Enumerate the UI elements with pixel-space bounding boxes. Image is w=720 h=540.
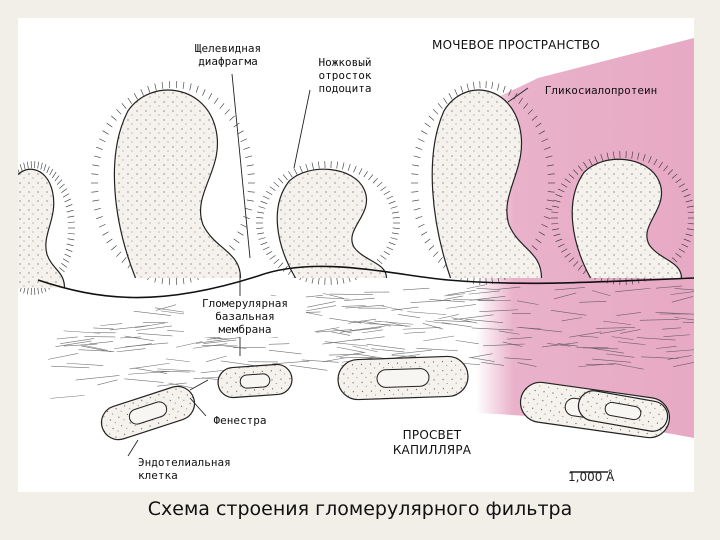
label-capillary-lumen: ПРОСВЕТ КАПИЛЛЯРА	[372, 428, 492, 458]
label-urinary-space: МОЧЕВОЕ ПРОСТРАНСТВО	[406, 38, 626, 53]
label-glycosialoprotein: Гликосиалопротеин	[526, 84, 676, 97]
label-slit-diaphragm: Щелевидная диафрагма	[178, 42, 278, 68]
label-fenestra: Фенестра	[200, 414, 280, 427]
endothelial-cell	[337, 356, 468, 401]
figure-caption: Схема строения гломерулярного фильтра	[0, 498, 720, 520]
foot-process	[91, 81, 255, 285]
endothelial-cell	[97, 382, 199, 444]
label-endothelial-cell: Эндотелиальная клетка	[138, 456, 258, 482]
scale-bar-label: 1,000 Å	[568, 470, 614, 484]
filter-diagram: Щелевидная диафрагма Ножковый отросток п…	[18, 18, 694, 492]
endothelial-cell	[217, 363, 293, 398]
label-foot-process: Ножковый отросток подоцита	[300, 56, 390, 95]
label-basement-membrane: Гломерулярная базальная мембрана	[184, 296, 306, 337]
foot-process	[18, 161, 75, 295]
